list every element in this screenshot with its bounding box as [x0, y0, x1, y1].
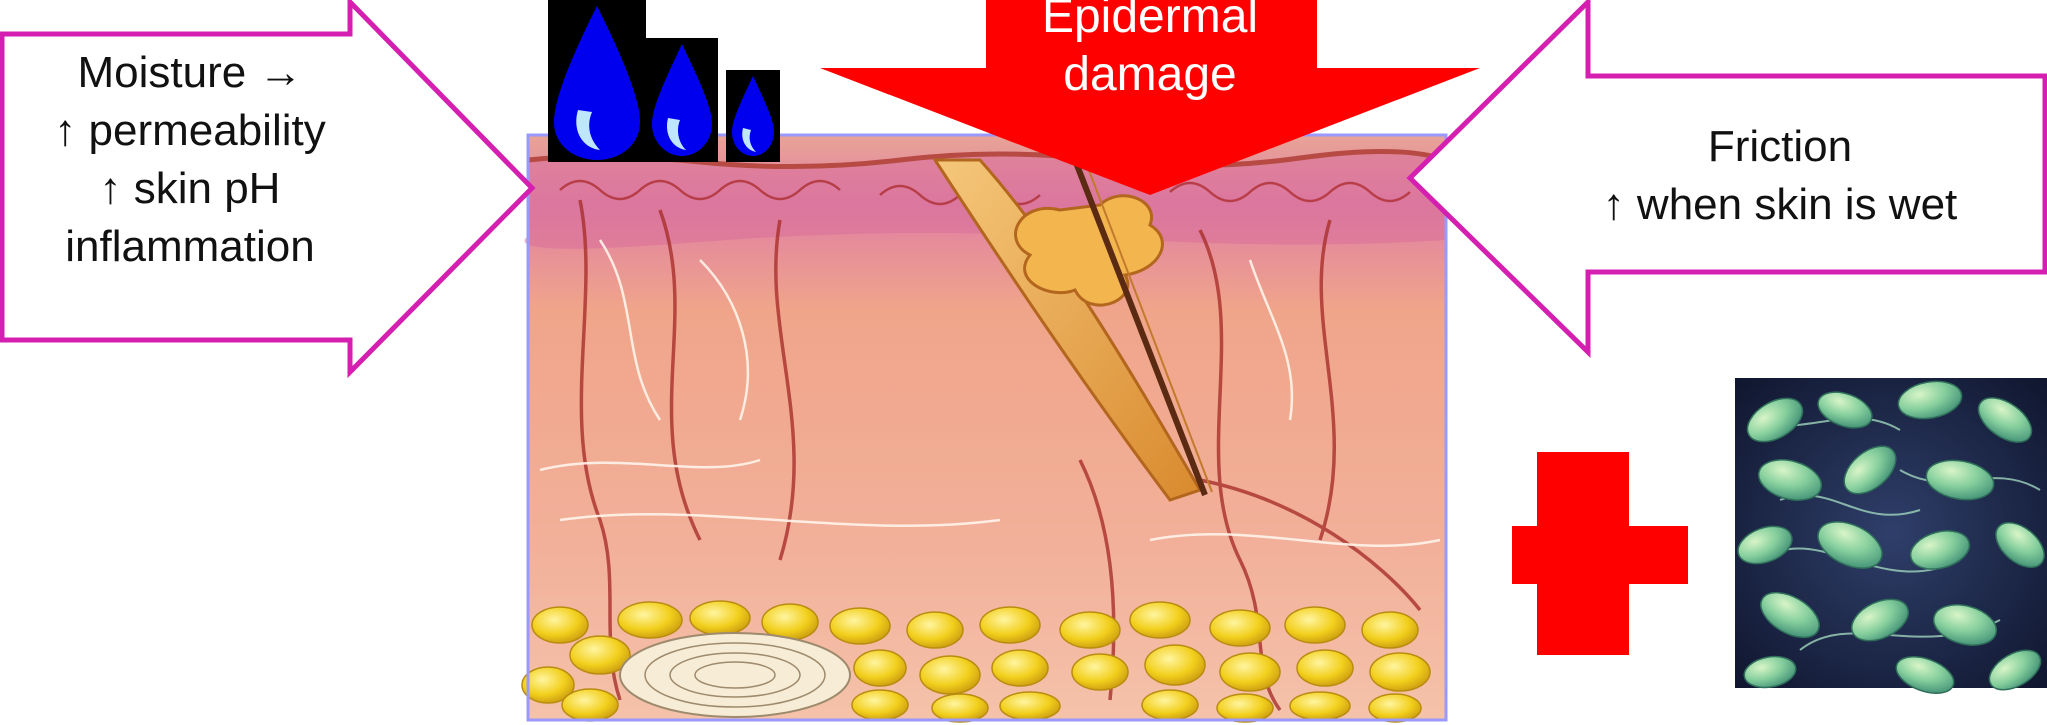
epidermal-damage-text: Epidermal damage — [985, 0, 1315, 104]
friction-line-2: ↑ when skin is wet — [1555, 176, 2005, 234]
pacinian-corpuscle — [620, 633, 850, 717]
skin-cross-section — [522, 135, 1446, 722]
moisture-line-4: inflammation — [20, 218, 360, 276]
moisture-line-1: Moisture → — [20, 44, 360, 102]
damage-line-2: damage — [985, 46, 1315, 104]
plus-icon — [1512, 452, 1688, 655]
friction-line-1: Friction — [1555, 118, 2005, 176]
friction-callout-text: Friction ↑ when skin is wet — [1555, 118, 2005, 234]
bacteria-image — [1733, 377, 2047, 701]
water-drops — [548, 0, 780, 162]
moisture-line-2: ↑ permeability — [20, 102, 360, 160]
moisture-callout-text: Moisture → ↑ permeability ↑ skin pH infl… — [20, 44, 360, 276]
damage-line-1: Epidermal — [985, 0, 1315, 46]
moisture-line-3: ↑ skin pH — [20, 160, 360, 218]
